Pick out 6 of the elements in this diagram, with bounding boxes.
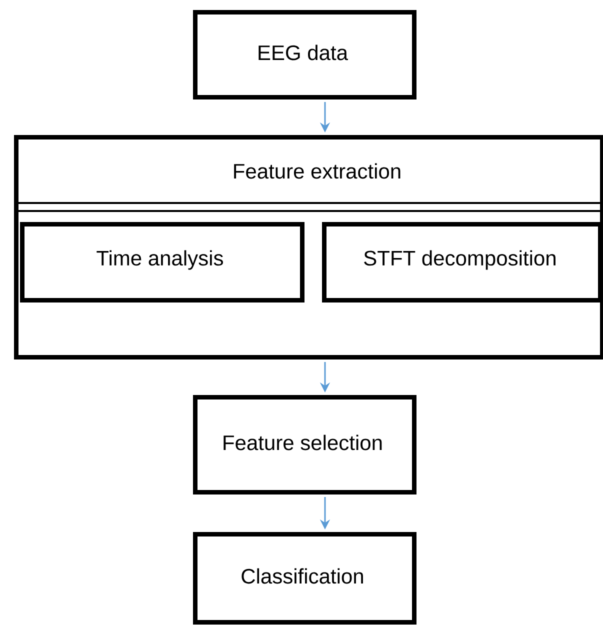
heading: Feature extraction bbox=[234, 163, 400, 179]
process-box: Feature selection bbox=[193, 395, 416, 494]
process-box: Time analysis bbox=[20, 222, 304, 302]
process-box: STFT decomposition bbox=[322, 222, 602, 302]
process-box: Classification bbox=[193, 532, 416, 624]
process-box: EEG data bbox=[193, 10, 416, 100]
